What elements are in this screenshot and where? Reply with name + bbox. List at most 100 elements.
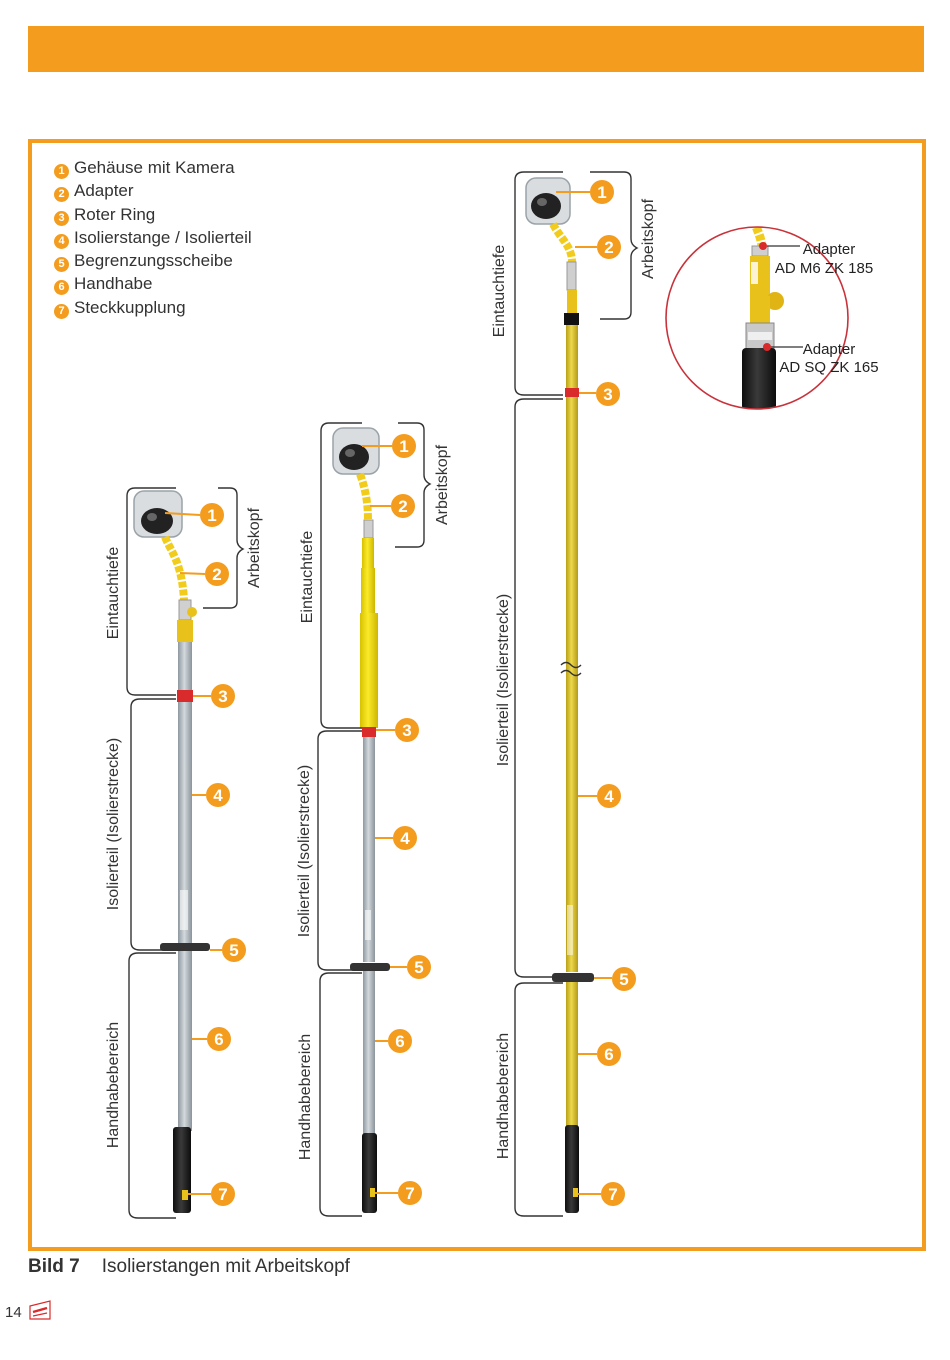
insulating-pole <box>178 702 192 947</box>
label-immersion: Eintauchtiefe <box>299 531 316 624</box>
limit-disc <box>160 943 210 951</box>
svg-text:1: 1 <box>399 437 408 456</box>
badge-5: 5 <box>612 967 636 991</box>
svg-text:7: 7 <box>608 1185 617 1204</box>
brackets <box>126 171 639 1219</box>
camera-housing <box>133 490 183 538</box>
legend-text: Gehäuse mit Kamera <box>74 158 235 177</box>
badge-1: 1 <box>590 180 614 204</box>
badge-7: 7 <box>601 1182 625 1206</box>
badge-6: 6 <box>388 1029 412 1053</box>
badge-2: 2 <box>205 562 229 586</box>
legend-number: 5 <box>54 257 69 273</box>
camera-housing <box>525 177 571 225</box>
insulating-pole <box>566 397 578 972</box>
limit-disc <box>350 963 390 971</box>
badge-3: 3 <box>596 382 620 406</box>
svg-text:2: 2 <box>604 238 613 257</box>
badge-6: 6 <box>207 1027 231 1051</box>
figure-title: Isolierstangen mit Arbeitskopf <box>101 1256 350 1277</box>
svg-text:7: 7 <box>405 1184 414 1203</box>
flex-neck <box>356 472 372 521</box>
pole-1 <box>133 490 210 1213</box>
svg-text:3: 3 <box>218 687 227 706</box>
legend-item: 4 Isolierstange / Isolierteil <box>54 226 252 249</box>
bracket-handle <box>319 972 362 1217</box>
pole-2 <box>332 427 390 1213</box>
limit-disc <box>552 973 594 982</box>
legend-item: 1 Gehäuse mit Kamera <box>54 156 252 179</box>
legend-text: Steckkupplung <box>74 297 186 317</box>
adapter-sleeve <box>177 620 193 642</box>
insulating-pole <box>363 737 375 962</box>
badge-2: 2 <box>391 494 415 518</box>
label-workhead: Arbeitskopf <box>434 444 451 525</box>
legend-number: 1 <box>54 164 69 179</box>
red-ring <box>362 727 376 737</box>
brand-logo-icon <box>29 1300 51 1320</box>
figure-number: Bild 7 <box>28 1256 80 1277</box>
svg-text:6: 6 <box>214 1030 223 1049</box>
badge-4: 4 <box>597 784 621 808</box>
adapter1-label: Adapter <box>803 241 856 258</box>
label-handle: Handhabebereich <box>495 1033 512 1159</box>
plug-coupling <box>182 1190 188 1200</box>
camera-housing <box>332 427 380 475</box>
grip <box>362 1133 377 1213</box>
bracket-immersion <box>514 171 563 396</box>
handle-pole <box>363 971 375 1136</box>
svg-text:6: 6 <box>395 1032 404 1051</box>
bracket-immersion <box>320 422 362 729</box>
adapter-sleeve <box>360 613 378 728</box>
bracket-workhead <box>203 487 245 609</box>
legend-text: Adapter <box>74 181 134 201</box>
legend-number: 2 <box>54 187 69 203</box>
adapter1-code: AD M6 ZK 185 <box>775 260 873 277</box>
svg-text:1: 1 <box>207 506 216 525</box>
plug-coupling <box>370 1188 375 1197</box>
handle-pole <box>566 982 578 1127</box>
bracket-insulation <box>130 698 176 951</box>
legend-number: 4 <box>54 233 69 249</box>
svg-text:3: 3 <box>402 721 411 740</box>
bracket-insulation <box>317 730 362 971</box>
bracket-insulation <box>514 398 563 978</box>
svg-text:4: 4 <box>213 786 223 805</box>
bracket-workhead <box>590 171 639 320</box>
red-ring <box>177 690 193 702</box>
label-immersion: Eintauchtiefe <box>491 245 508 338</box>
badge-3: 3 <box>211 684 235 708</box>
label-insulation: Isolierteil (Isolierstrecke) <box>495 594 512 766</box>
svg-text:1: 1 <box>597 183 606 202</box>
legend-text: Handhabe <box>74 274 153 294</box>
legend-number: 3 <box>54 210 69 226</box>
label-workhead: Arbeitskopf <box>246 507 263 588</box>
legend-text: Isolierstange / Isolierteil <box>74 227 252 247</box>
svg-text:5: 5 <box>229 941 238 960</box>
adapter2-code: AD SQ ZK 165 <box>779 359 878 376</box>
legend-number: 6 <box>54 280 69 296</box>
flex-neck <box>549 222 576 263</box>
legend-item: 6 Handhabe <box>54 272 252 296</box>
svg-text:2: 2 <box>212 565 221 584</box>
handle-pole <box>178 951 192 1131</box>
svg-text:7: 7 <box>218 1185 227 1204</box>
pole-3 <box>525 177 594 1213</box>
page-number: 14 <box>5 1304 22 1321</box>
legend-text: Begrenzungsscheibe <box>74 251 233 271</box>
header-bar <box>28 26 924 72</box>
badge-3: 3 <box>395 718 419 742</box>
badge-7: 7 <box>398 1181 422 1205</box>
badges: 1 2 3 4 5 6 7 1 2 3 4 5 6 7 1 2 3 4 5 6 … <box>200 180 636 1206</box>
badge-6: 6 <box>597 1042 621 1066</box>
red-ring <box>565 388 579 397</box>
badge-1: 1 <box>392 434 416 458</box>
adapter2-label: Adapter <box>803 341 856 358</box>
badge-5: 5 <box>407 955 431 979</box>
leader-lines <box>164 191 612 1195</box>
bracket-handle <box>128 952 176 1219</box>
legend-item: 5 Begrenzungsscheibe <box>54 249 252 273</box>
grip <box>565 1125 579 1213</box>
